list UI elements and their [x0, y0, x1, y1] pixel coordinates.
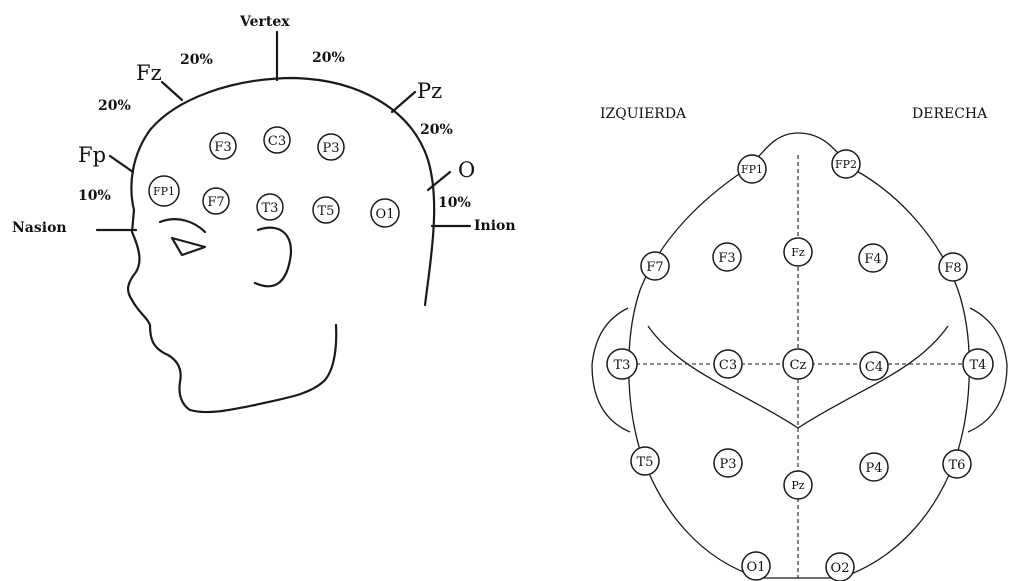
top-electrode-f7: F7 — [640, 251, 670, 281]
pct-fp-fz: 20% — [98, 98, 131, 114]
side-electrode-p3: P3 — [317, 133, 345, 161]
side-electrode-c3-label: C3 — [268, 134, 286, 149]
top-electrode-p3: P3 — [713, 448, 743, 478]
top-electrode-t3-label: T3 — [614, 358, 631, 373]
top-electrode-c4: C4 — [859, 351, 889, 381]
ear-outline — [253, 226, 293, 288]
side-electrode-f3: F3 — [209, 132, 237, 160]
top-electrode-fz: Fz — [783, 237, 813, 267]
top-electrode-p4-label: P4 — [865, 461, 882, 476]
pct-nasion-fp: 10% — [78, 188, 111, 204]
top-electrode-t4: T4 — [962, 348, 994, 380]
top-electrode-fp2-label: FP2 — [835, 158, 857, 171]
head-profile-outline — [126, 76, 436, 414]
top-electrode-p3-label: P3 — [719, 457, 736, 472]
top-electrode-o2: O2 — [825, 552, 855, 581]
vertex-label: Vertex — [239, 14, 290, 30]
top-electrode-t5-label: T5 — [637, 455, 654, 470]
top-electrode-f8-label: F8 — [944, 261, 961, 276]
top-electrode-c4-label: C4 — [865, 360, 883, 375]
top-electrode-pz: Pz — [783, 470, 813, 500]
side-view: Vertex Fz Pz Fp O Nasion Inion 20% 20% 2… — [12, 14, 516, 414]
fz-tick — [160, 80, 184, 102]
right-side-label: DERECHA — [912, 106, 988, 122]
top-electrode-o2-label: O2 — [831, 561, 850, 576]
side-electrode-o1: O1 — [370, 198, 400, 228]
top-electrode-f4-label: F4 — [864, 252, 881, 267]
top-left-arc — [647, 325, 799, 429]
pz-tick — [390, 90, 417, 114]
pct-fz-vertex: 20% — [180, 52, 213, 68]
top-electrode-o1-label: O1 — [747, 560, 766, 575]
side-electrode-o1-label: O1 — [376, 207, 395, 222]
top-left-ear — [591, 307, 631, 433]
top-electrode-fz-label: Fz — [791, 246, 805, 259]
top-electrode-pz-label: Pz — [791, 479, 804, 492]
o-label: O — [458, 158, 475, 182]
top-electrode-f7-label: F7 — [646, 260, 663, 275]
side-electrode-f7: F7 — [202, 187, 230, 215]
top-electrode-fp1: FP1 — [737, 154, 767, 184]
top-electrode-f3: F3 — [712, 242, 742, 272]
eye-outline — [170, 236, 207, 257]
top-electrode-t6: T6 — [942, 449, 972, 479]
side-electrode-f3-label: F3 — [214, 140, 231, 155]
side-electrode-fp1: FP1 — [148, 175, 180, 207]
pct-pz-o: 20% — [420, 122, 453, 138]
top-electrode-cz: Cz — [782, 348, 814, 380]
fp-tick — [108, 154, 135, 174]
top-electrode-p4: P4 — [859, 452, 889, 482]
top-electrode-fp1-label: FP1 — [741, 163, 763, 176]
top-electrode-t4-label: T4 — [970, 358, 987, 373]
eyebrow — [158, 218, 207, 234]
fp-label: Fp — [78, 143, 106, 167]
side-electrode-fp1-label: FP1 — [153, 185, 175, 198]
pct-o-inion: 10% — [438, 195, 471, 211]
o-tick — [426, 170, 452, 192]
side-electrode-t3-label: T3 — [262, 201, 279, 216]
top-electrode-f4: F4 — [858, 243, 888, 273]
top-electrode-t3: T3 — [606, 348, 638, 380]
top-electrode-c3-label: C3 — [719, 358, 737, 373]
side-electrode-f7-label: F7 — [207, 195, 224, 210]
top-electrode-t6-label: T6 — [949, 458, 966, 473]
top-electrode-fp2: FP2 — [831, 149, 861, 179]
top-electrode-f8: F8 — [938, 252, 968, 282]
nasion-label: Nasion — [12, 220, 67, 236]
left-side-label: IZQUIERDA — [600, 106, 687, 122]
pct-vertex-pz: 20% — [312, 50, 345, 66]
top-right-ear — [967, 307, 1008, 433]
top-electrode-t5: T5 — [630, 446, 660, 476]
top-electrode-cz-label: Cz — [790, 358, 807, 373]
top-electrode-o1: O1 — [741, 551, 771, 581]
side-electrode-t3: T3 — [256, 193, 284, 221]
pz-label: Pz — [417, 79, 442, 103]
side-electrode-t5-label: T5 — [318, 204, 335, 219]
fz-label: Fz — [136, 61, 162, 85]
top-electrode-f3-label: F3 — [718, 251, 735, 266]
side-electrode-c3: C3 — [263, 126, 291, 154]
side-electrode-p3-label: P3 — [322, 141, 339, 156]
top-electrode-c3: C3 — [713, 349, 743, 379]
top-right-arc — [797, 325, 949, 429]
side-electrode-t5: T5 — [312, 196, 340, 224]
inion-label: Inion — [474, 218, 516, 234]
top-view: IZQUIERDA DERECHA FP1 FP2 F7 F3 — [591, 106, 1008, 581]
